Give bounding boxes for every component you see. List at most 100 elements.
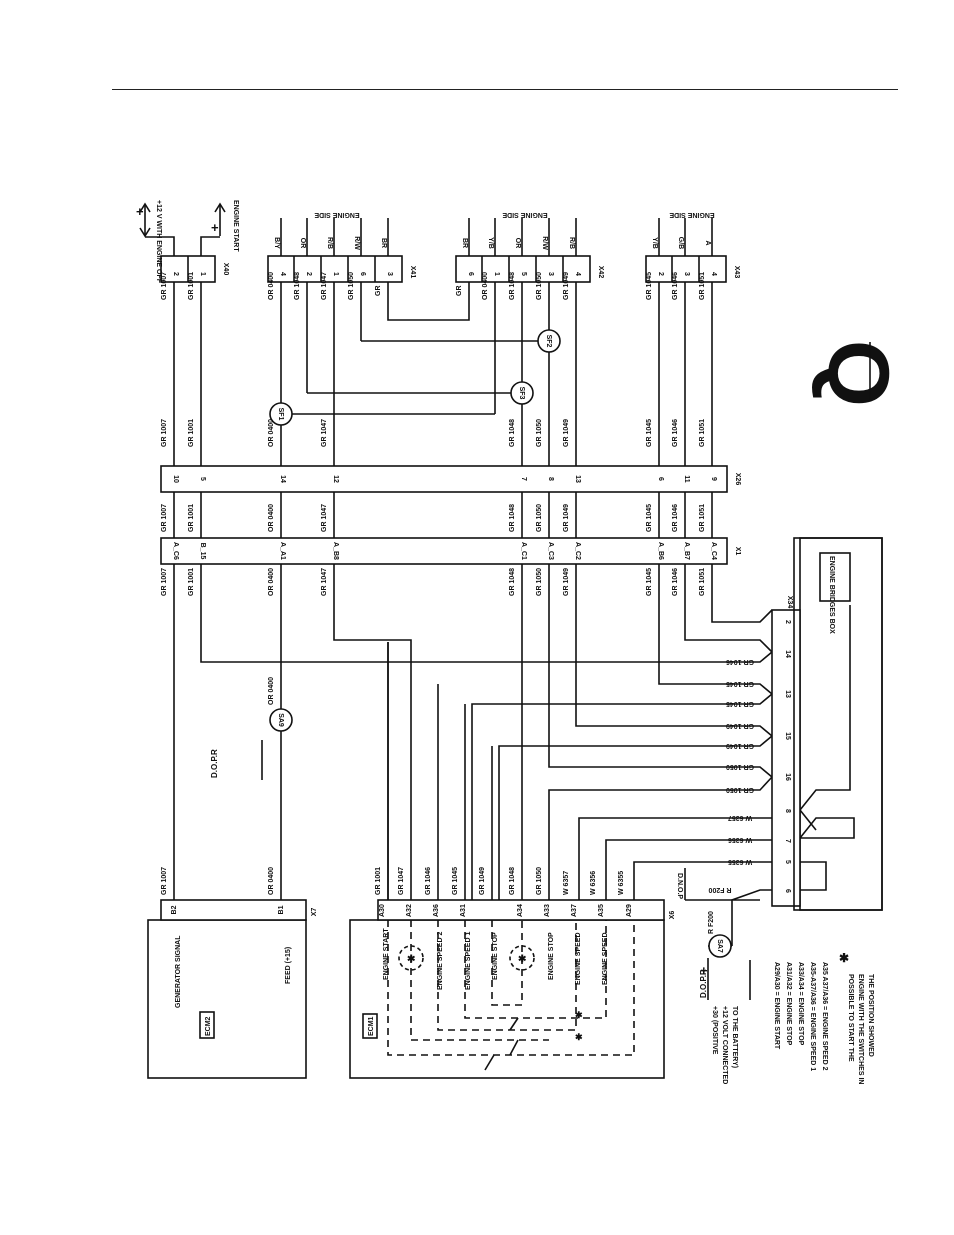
ecm1-function-label: ENGINE START: [383, 928, 390, 980]
wire-label: R F200: [708, 886, 731, 893]
wire-label: GR 1049: [563, 568, 570, 596]
wire-label: GR 1050: [536, 419, 543, 447]
wire-label: OR 0400: [268, 867, 275, 895]
ecm1-name-frame: [362, 1013, 378, 1039]
splice-sa7: SA7: [708, 934, 732, 958]
connector-x7: [160, 899, 307, 921]
x1-pin: A_B8: [332, 542, 339, 560]
x26-label: X26: [734, 473, 741, 486]
x1-pin: A_C6: [172, 542, 179, 560]
wire-color: R/B: [326, 237, 333, 249]
legend-item: A35 A37/A36 = ENGINE SPEED 2: [821, 962, 828, 1071]
x26-pin: 11: [683, 475, 690, 483]
x6-pin: A29: [626, 904, 633, 917]
splice-label: SF1: [277, 408, 284, 421]
header-rule: [112, 89, 898, 90]
x41-pin: 3: [386, 272, 393, 276]
wire-label: GR 1051: [699, 272, 706, 300]
plus-symbol-1: +: [136, 204, 144, 219]
x26-pin: 8: [547, 477, 554, 481]
ecm1-function-label: ENGINE SPEED 1: [465, 932, 472, 990]
x26-pin: 9: [710, 477, 717, 481]
x1-pin: A_B7: [683, 542, 690, 560]
x6-pin: A37: [571, 904, 578, 917]
wire-label: GR 1045: [726, 700, 754, 707]
wire-label: GR 1049: [479, 867, 486, 895]
x6-pin: A36: [433, 904, 440, 917]
wire-label: GR 1007: [161, 504, 168, 532]
x42-pin: 1: [493, 272, 500, 276]
splice-sf2: SF2: [537, 329, 561, 353]
wire-label: W 6357: [728, 814, 752, 821]
ecm2-name: ECM2: [205, 1016, 212, 1036]
x40-label: X40: [222, 263, 229, 276]
wire-label: GR 1048: [509, 419, 516, 447]
x7-label: X7: [311, 908, 318, 917]
wire-label: GR 1046: [672, 272, 679, 300]
wire-label: GR 1051: [699, 419, 706, 447]
wire-label: GR 1049: [726, 742, 754, 749]
wire-label: OR 0400: [482, 272, 489, 300]
x34-pin: 8: [784, 809, 791, 813]
ecm2-name-frame: [199, 1011, 215, 1039]
wire-label: GR 1050: [536, 867, 543, 895]
dopr-label-2: D.O.P.R: [699, 969, 708, 998]
connector-x43: [645, 255, 727, 283]
wire-color: A: [704, 240, 711, 245]
x34-pin: 13: [784, 690, 791, 698]
engine-side-label-x43: ENGINE SIDE: [669, 211, 714, 218]
wire-color: OR: [299, 238, 306, 249]
wire-label: GR 1007: [161, 272, 168, 300]
wire-label: GR 1045: [646, 419, 653, 447]
wire-label: W 6355: [618, 871, 625, 895]
x1-pin: A_C3: [547, 542, 554, 560]
x41-pin: 4: [279, 272, 286, 276]
wire-label: GR 1007: [161, 867, 168, 895]
splice-label: SF3: [518, 387, 525, 400]
x42-pin: 6: [467, 272, 474, 276]
legend-item: A29/A30 = ENGINE START: [773, 962, 780, 1050]
x1-label: X1: [734, 547, 741, 556]
x41-pin: 6: [359, 272, 366, 276]
x42-pin: 4: [574, 272, 581, 276]
wire-label: GR 1007: [161, 568, 168, 596]
engine-side-label-x42: ENGINE SIDE: [502, 211, 547, 218]
switch-star: ✱: [575, 1010, 583, 1020]
switch-star: ✱: [575, 1032, 583, 1042]
x1-pin: B_15: [199, 543, 206, 560]
x41-label: X41: [409, 266, 416, 279]
ecm2-generator-label: GENERATOR SIGNAL: [175, 935, 182, 1008]
wire-label: GR 1051: [699, 568, 706, 596]
supply-engine-start-label: ENGINE START: [232, 200, 239, 252]
wire-label: GR 1048: [509, 568, 516, 596]
x1-pin: A_C1: [520, 542, 527, 560]
wire-label: GR 1047: [321, 272, 328, 300]
x34-pin: 5: [784, 860, 791, 864]
wire-label: GR 1048: [509, 504, 516, 532]
wire-label: GR: [375, 286, 382, 297]
x6-pin: A35: [598, 904, 605, 917]
x34-label: X34: [786, 596, 793, 609]
wire-label: GR 1049: [563, 419, 570, 447]
wire-label: GR 1049: [563, 504, 570, 532]
dnop-label: D.N.O.P: [676, 873, 683, 899]
x42-pin: 3: [547, 272, 554, 276]
x7-pin: B2: [171, 905, 178, 914]
x6-label: X6: [669, 911, 676, 920]
x34-pin: 16: [784, 773, 791, 781]
wire-label: GR 1001: [188, 568, 195, 596]
ecm2-feed-label: FEED (+15): [285, 947, 292, 984]
wire-label: GR 1047: [321, 419, 328, 447]
wire-label: GR 1050: [726, 786, 754, 793]
x6-pin: A33: [544, 904, 551, 917]
x43-pin: 2: [657, 272, 664, 276]
wire-color: Y/B: [651, 237, 658, 249]
wire-label: GR 1050: [536, 272, 543, 300]
wire-label: GR 1047: [398, 867, 405, 895]
wire-label: GR 1049: [726, 722, 754, 729]
x1-pin: A_B6: [657, 542, 664, 560]
splice-label: SA9: [277, 713, 284, 727]
wire-color: R/W: [353, 236, 360, 250]
wire-label: OR 0400: [268, 568, 275, 596]
connector-x1: [160, 537, 728, 565]
